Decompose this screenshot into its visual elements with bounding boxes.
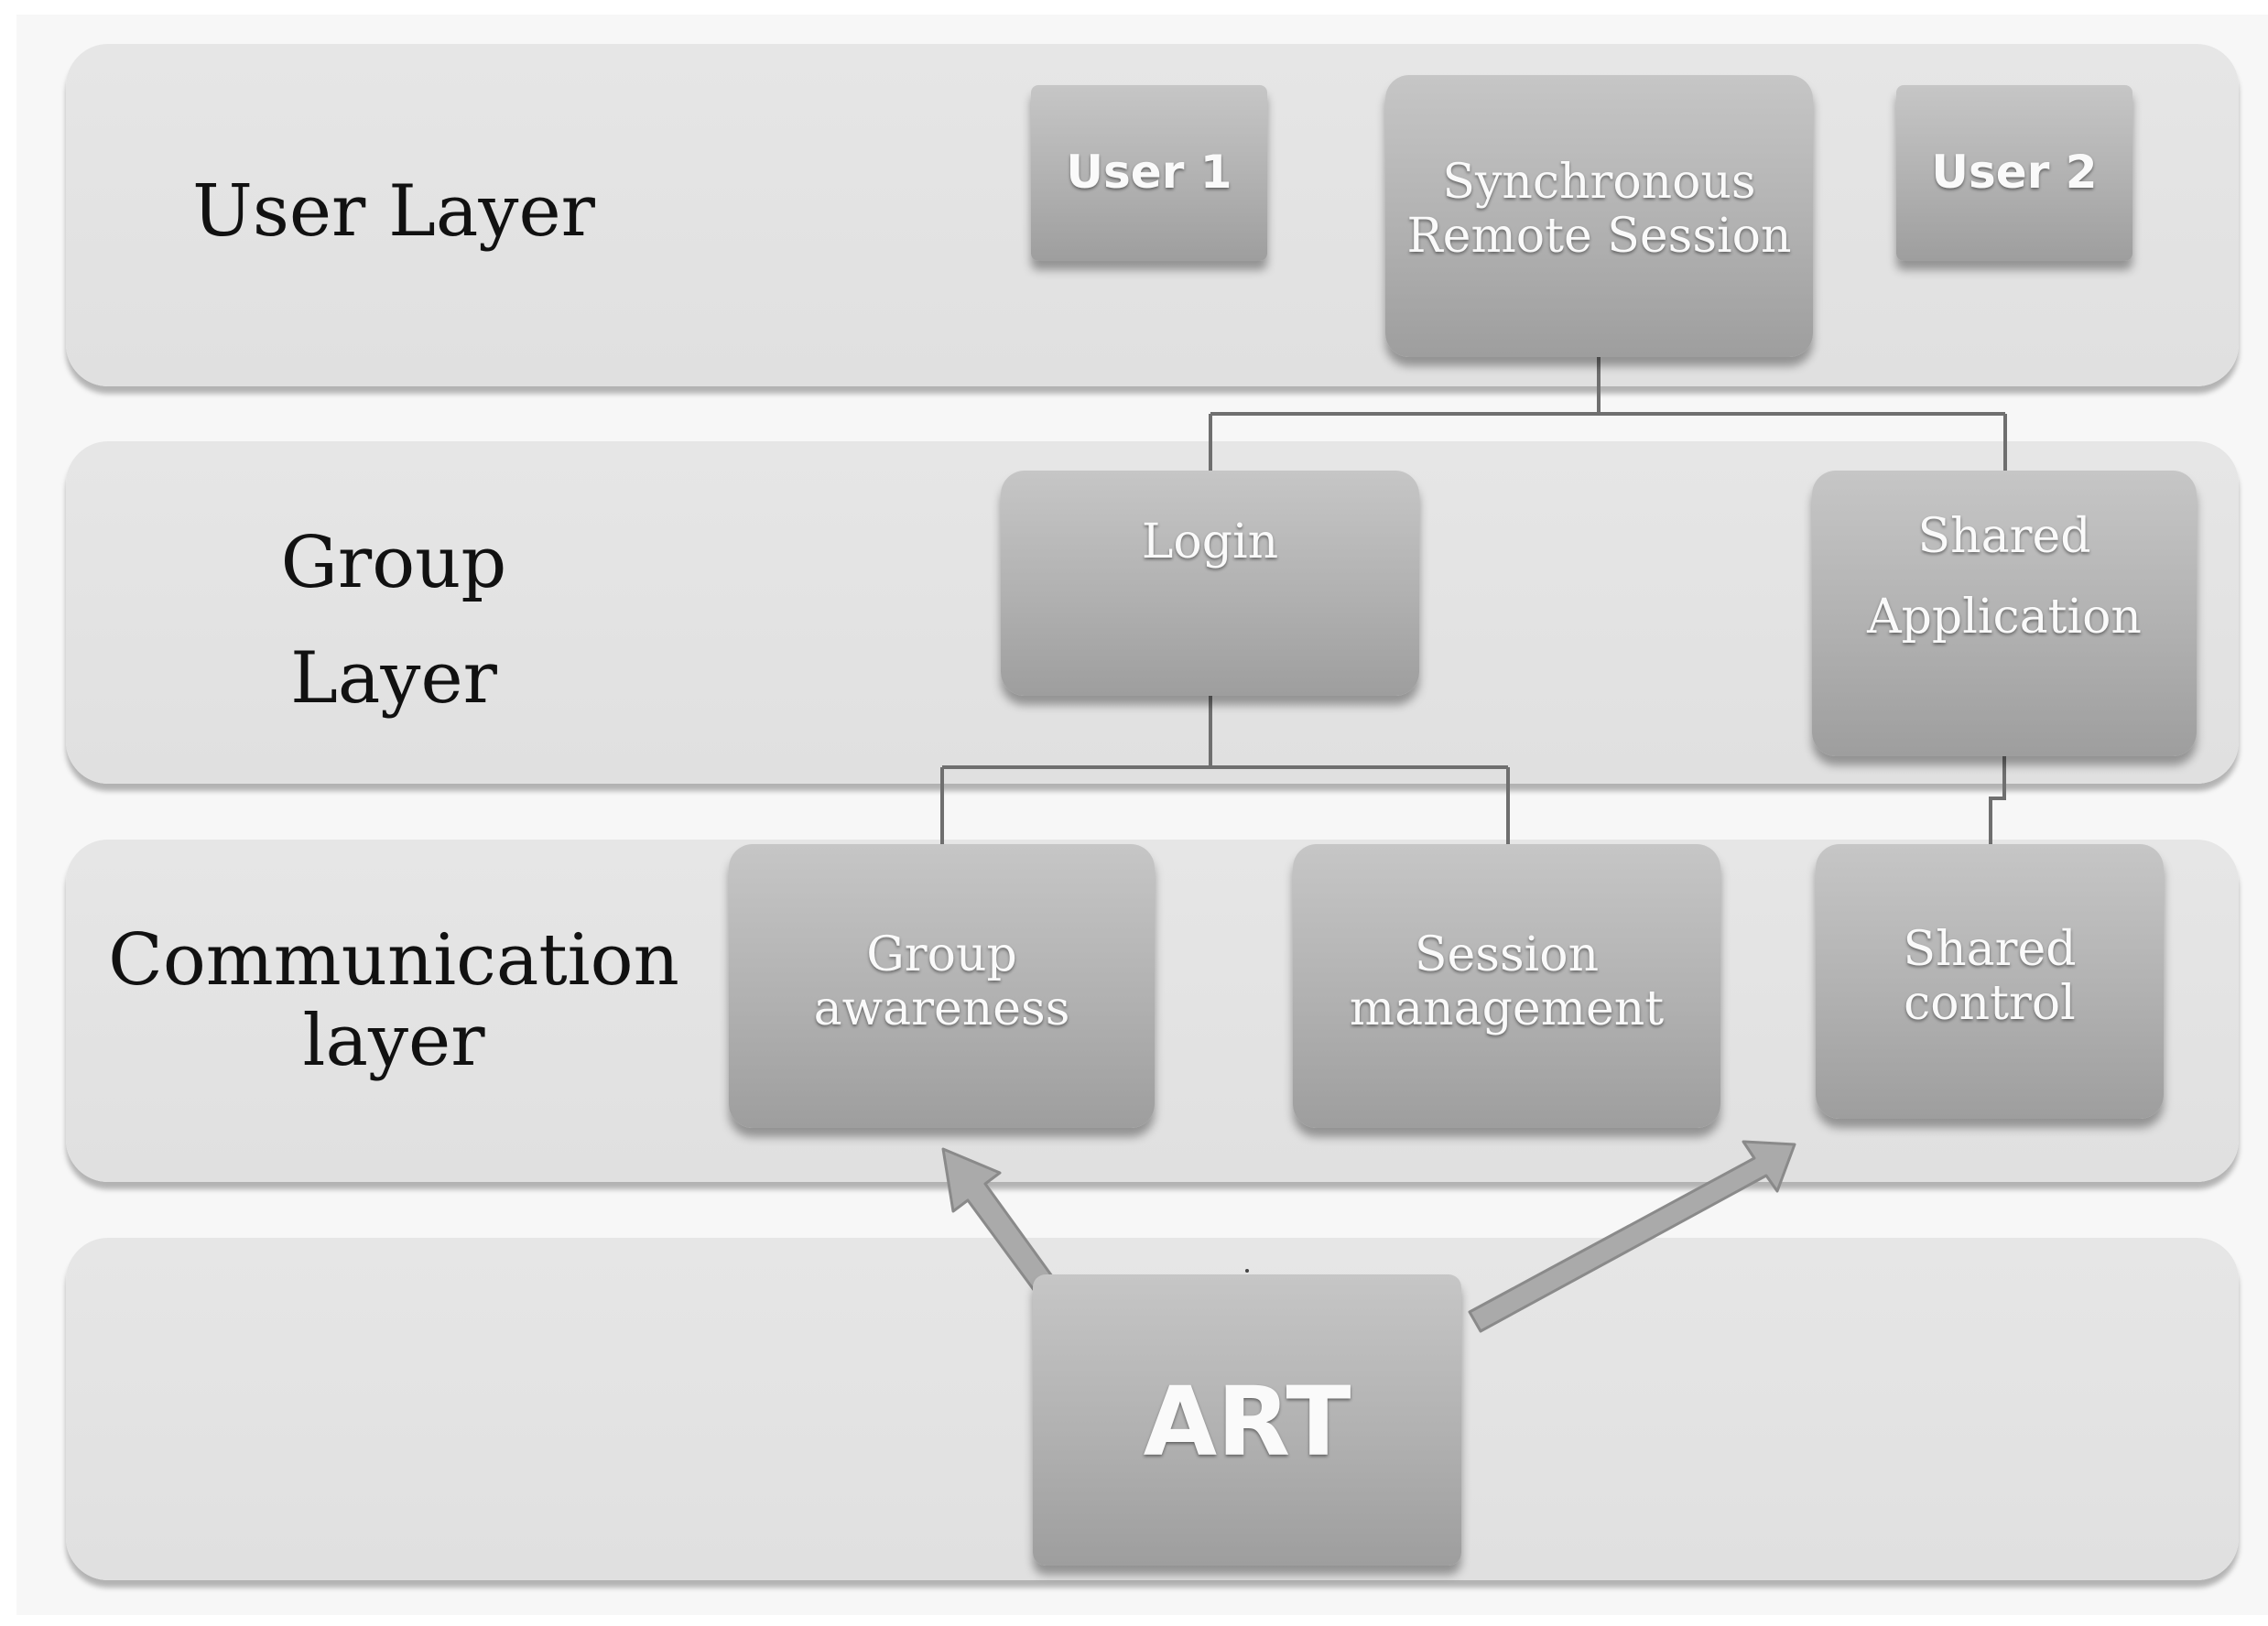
user-1-node: User 1 xyxy=(1031,85,1267,261)
group-layer-label: Group Layer xyxy=(280,522,507,721)
synchronous-remote-session-node: Synchronous Remote Session xyxy=(1385,75,1813,357)
user-2-node: User 2 xyxy=(1896,85,2132,261)
user-layer-label: User Layer xyxy=(192,170,595,253)
session-management-node: Session management xyxy=(1293,844,1720,1128)
art-node: ART xyxy=(1033,1274,1461,1566)
login-node: Login xyxy=(1001,471,1419,696)
communication-layer-label: Communication layer xyxy=(108,919,679,1083)
shared-application-node: Shared Application xyxy=(1812,471,2197,756)
group-awareness-node: Group awareness xyxy=(729,844,1155,1128)
shared-control-node: Shared control xyxy=(1816,844,2164,1119)
